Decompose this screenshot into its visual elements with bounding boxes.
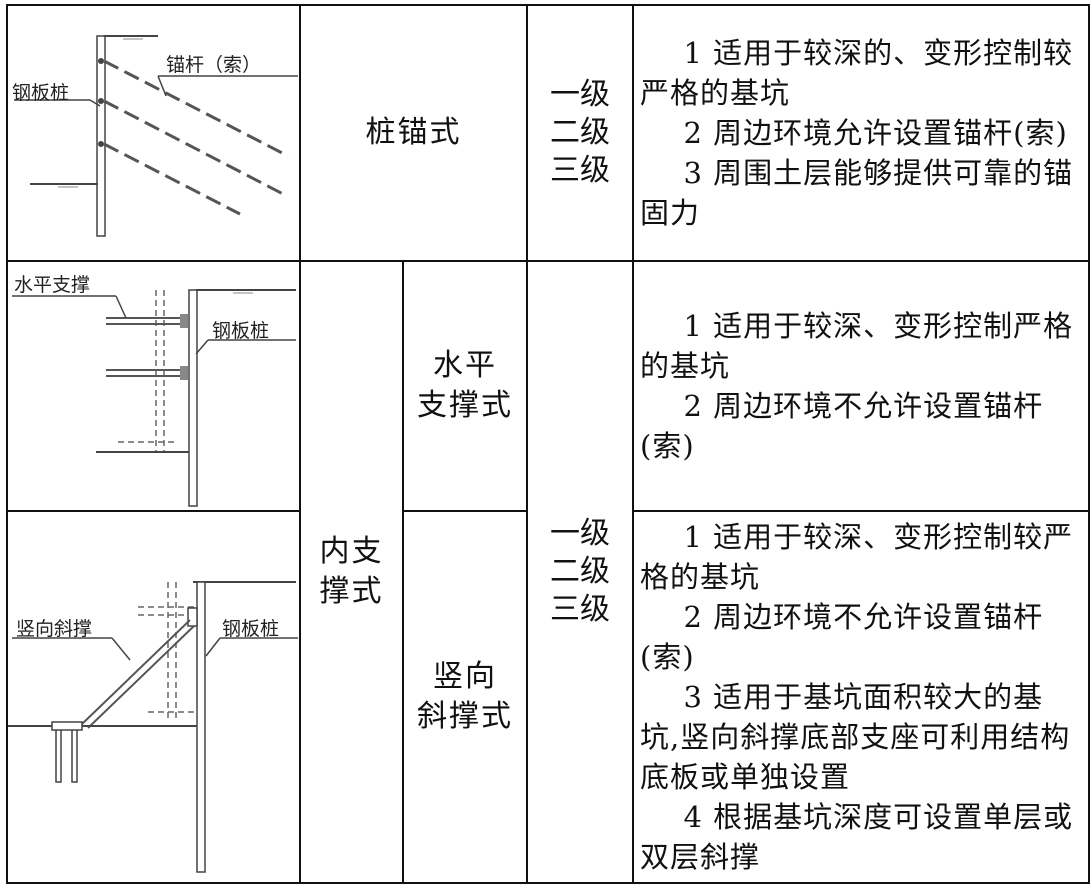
type-name-pile-anchor: 桩锚式: [299, 4, 528, 262]
subtype-name-horizontal: 水平 支撑式: [402, 260, 528, 512]
inner-support-line1: 内支: [319, 534, 384, 569]
grade-1: 一级: [550, 77, 610, 112]
desc-item: 2 周边环境允许设置锚杆(索): [683, 116, 1068, 150]
inner-support-line2: 撑式: [319, 574, 384, 609]
desc-item: 1 适用于较深的、变形控制较严格的基坑: [640, 36, 1074, 110]
desc-item: 3 适用于基坑面积较大的基坑,竖向斜撑底部支座可利用结构底板或单独设置: [640, 680, 1071, 794]
subtype-name-vertical: 竖向 斜撑式: [402, 510, 528, 884]
grade-cell-inner-support: 一级 二级 三级: [526, 260, 634, 884]
grade-2: 二级: [550, 115, 610, 150]
label-anchor: 锚杆（索）: [166, 54, 262, 76]
grade-3: 三级: [550, 592, 610, 627]
type-name-inner-support: 内支 撑式: [299, 260, 404, 884]
label-sheet-pile: 钢板桩: [212, 320, 270, 342]
horizontal-line1: 水平: [433, 348, 497, 383]
horizontal-line2: 支撑式: [417, 388, 513, 423]
figure-cell-horizontal-support: 水平支撑 钢板桩: [6, 260, 301, 512]
desc-item: 1 适用于较深、变形控制较严格的基坑: [640, 520, 1074, 594]
label-sheet-pile: 钢板桩: [12, 82, 70, 104]
desc-item: 3 周围土层能够提供可靠的锚固力: [640, 156, 1074, 230]
desc-cell-pile-anchor: 1 适用于较深的、变形控制较严格的基坑 2 周边环境允许设置锚杆(索) 3 周围…: [632, 4, 1090, 262]
figure-cell-vertical-brace: 竖向斜撑 钢板桩: [6, 510, 301, 884]
figure-cell-pile-anchor: 钢板桩 锚杆（索）: [6, 4, 301, 262]
label-vertical-brace: 竖向斜撑: [16, 618, 93, 640]
grade-3: 三级: [550, 153, 610, 188]
desc-item: 1 适用于较深、变形控制严格的基坑: [640, 309, 1074, 383]
desc-item: 2 周边环境不允许设置锚杆(索): [640, 600, 1044, 674]
vertical-line2: 斜撑式: [417, 699, 513, 734]
horizontal-support-diagram: [12, 289, 296, 507]
desc-item: 4 根据基坑深度可设置单层或双层斜撑: [640, 800, 1074, 874]
pile-anchor-diagram: [14, 35, 298, 237]
table-row-vertical-brace: 竖向斜撑 钢板桩 竖向 斜撑式 1 适用于较深、变形控制较严格的基坑 2 周边环…: [6, 510, 1090, 884]
desc-item: 2 周边环境不允许设置锚杆(索): [640, 389, 1044, 463]
desc-cell-horizontal-support: 1 适用于较深、变形控制严格的基坑 2 周边环境不允许设置锚杆(索): [632, 260, 1090, 512]
grade-1: 一级: [550, 516, 610, 551]
vertical-line1: 竖向: [433, 659, 497, 694]
grade-cell-pile-anchor: 一级 二级 三级: [526, 4, 634, 262]
table-row-horizontal-support: 水平支撑 钢板桩 内支 撑式 水平 支撑式 一级 二级 三级 1 适用于较深、变…: [6, 260, 1090, 884]
grade-2: 二级: [550, 554, 610, 589]
support-type-table: 钢板桩 锚杆（索） 桩锚式 一级 二级 三级 1 适用于较深的、变形控制较严格的…: [6, 4, 1090, 884]
table-row-pile-anchor: 钢板桩 锚杆（索） 桩锚式 一级 二级 三级 1 适用于较深的、变形控制较严格的…: [6, 4, 1090, 262]
desc-cell-vertical-brace: 1 适用于较深、变形控制较严格的基坑 2 周边环境不允许设置锚杆(索) 3 适用…: [632, 510, 1090, 884]
vertical-brace-diagram: [8, 581, 298, 873]
label-sheet-pile: 钢板桩: [222, 618, 280, 640]
label-horizontal-support: 水平支撑: [14, 274, 91, 296]
